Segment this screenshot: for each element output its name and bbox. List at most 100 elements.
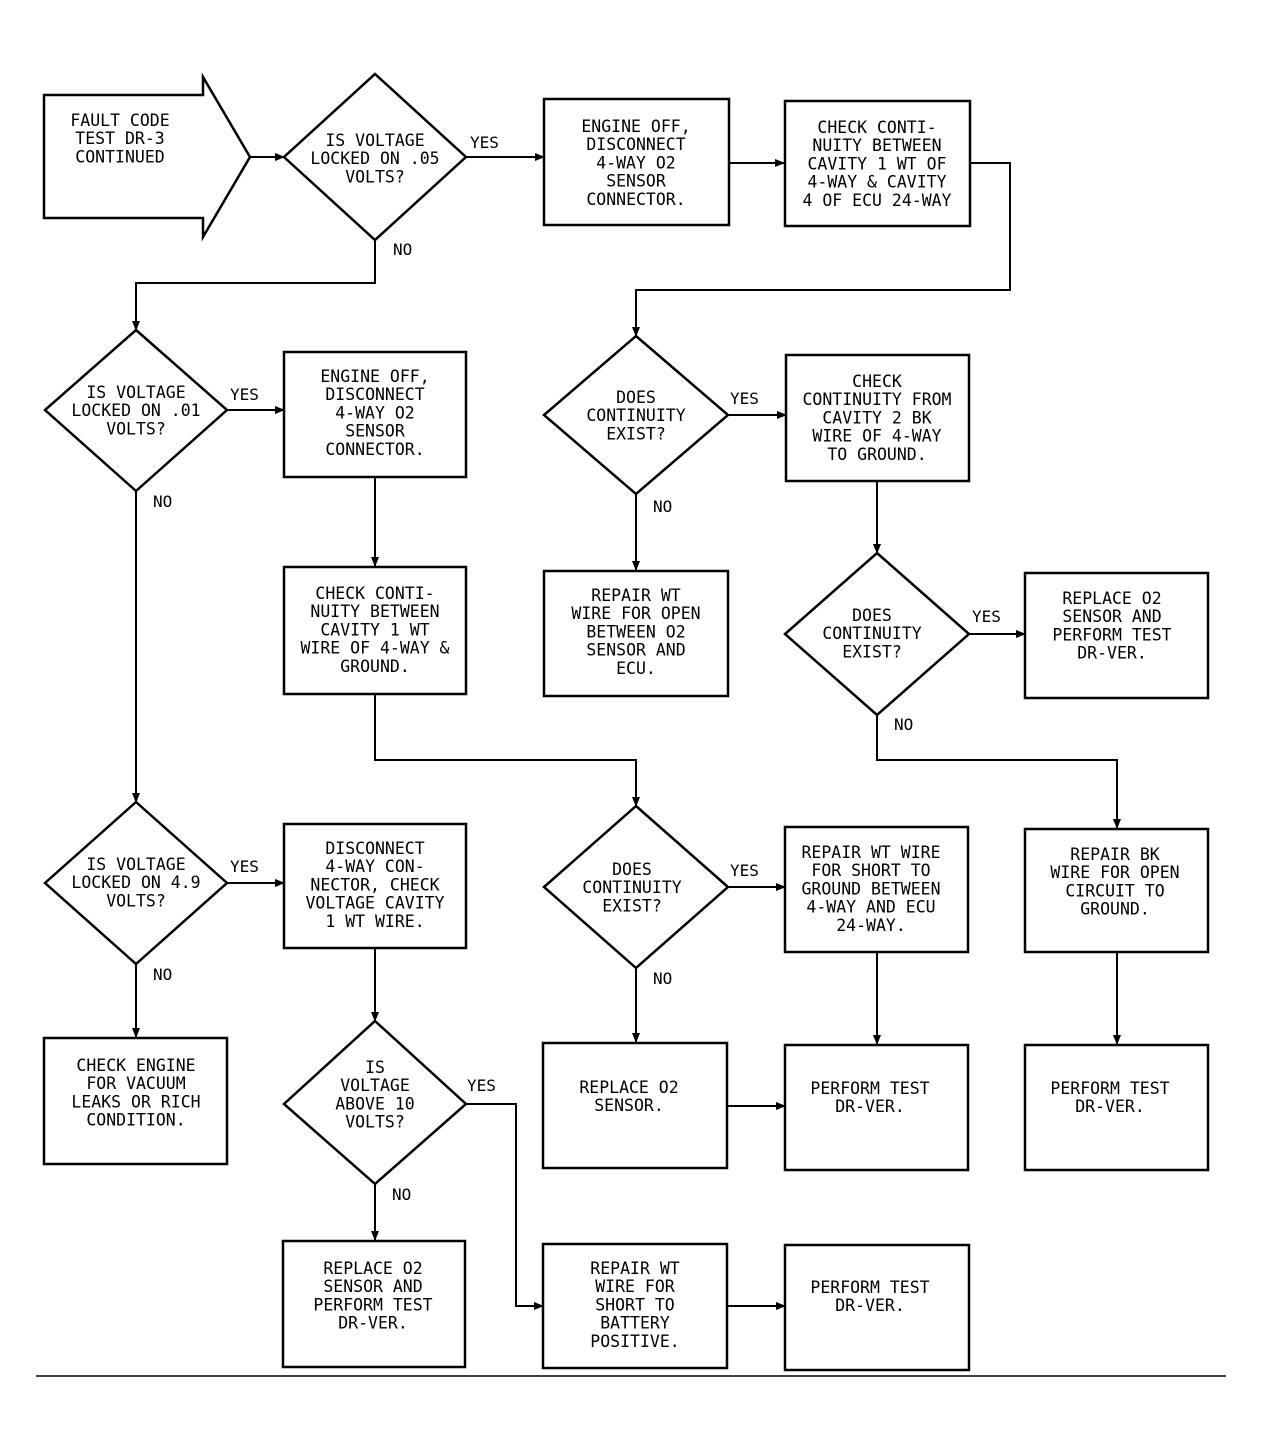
text-line: LEAKS OR RICH bbox=[71, 1092, 200, 1111]
text-line: CHECK ENGINE bbox=[76, 1056, 195, 1075]
text-line: CHECK CONTI- bbox=[315, 584, 434, 603]
text-line: REPAIR WT bbox=[591, 586, 680, 605]
d5-no-label: NO bbox=[653, 497, 672, 516]
process-b17 bbox=[1023, 1043, 1210, 1172]
branch-labels: YES NO YES NO YES NO YES NO YES NO YES N… bbox=[153, 133, 1001, 1204]
text-line: 1 WT WIRE. bbox=[325, 912, 424, 931]
text-line: 4-WAY & CAVITY bbox=[807, 173, 946, 192]
process-b2 bbox=[783, 99, 972, 228]
text-line: FOR VACUUM bbox=[86, 1074, 185, 1093]
d3-yes-label: YES bbox=[230, 857, 259, 876]
text-line: SENSOR bbox=[606, 172, 666, 191]
text-line: BATTERY bbox=[600, 1314, 670, 1333]
text-line: CONDITION. bbox=[86, 1111, 185, 1130]
process-b11 bbox=[542, 569, 730, 698]
text-line: REPLACE O2 bbox=[1062, 589, 1161, 608]
arrow-d6-no-to-b14 bbox=[876, 715, 1121, 829]
decision-d2 bbox=[43, 328, 229, 493]
text-line: DISCONNECT bbox=[325, 385, 424, 404]
text-line: PERFORM TEST bbox=[313, 1295, 432, 1314]
text-line: SENSOR AND bbox=[323, 1277, 422, 1296]
text-line: EXIST? bbox=[602, 896, 662, 915]
text-line: CONTINUED bbox=[75, 147, 164, 166]
text-line: PERFORM TEST bbox=[810, 1079, 929, 1098]
text-line: CONNECTOR. bbox=[586, 190, 685, 209]
text-line: PERFORM TEST bbox=[1052, 625, 1171, 644]
process-b14 bbox=[1023, 827, 1210, 954]
text-line: TO GROUND. bbox=[827, 445, 926, 464]
process-b7 bbox=[281, 1239, 467, 1369]
text-line: LOCKED ON .01 bbox=[71, 401, 200, 420]
text-line: EXIST? bbox=[842, 642, 902, 661]
arrow-b2-to-d5 bbox=[632, 162, 1011, 337]
text-line: BETWEEN O2 bbox=[586, 622, 685, 641]
text-line: DR-VER. bbox=[835, 1296, 905, 1315]
text-line: DOES bbox=[612, 860, 652, 879]
process-b15 bbox=[541, 1041, 729, 1170]
process-b16 bbox=[783, 1043, 970, 1172]
text-line: LOCKED ON .05 bbox=[310, 149, 439, 168]
d1-no-label: NO bbox=[393, 240, 412, 259]
text-line: VOLTS? bbox=[345, 1113, 405, 1132]
text-line: VOLTAGE bbox=[340, 1076, 410, 1095]
text-line: REPAIR BK bbox=[1070, 845, 1159, 864]
text-line: WIRE FOR bbox=[595, 1277, 675, 1296]
text-line: CONNECTOR. bbox=[325, 440, 424, 459]
text-line: PERFORM TEST bbox=[1050, 1079, 1169, 1098]
text-line: REPLACE O2 bbox=[579, 1078, 678, 1097]
process-b3 bbox=[282, 350, 468, 479]
text-line: SENSOR bbox=[345, 422, 405, 441]
text-line: IS VOLTAGE bbox=[325, 131, 424, 150]
text-line: ENGINE OFF, bbox=[320, 367, 429, 386]
text-line: TEST DR-3 bbox=[75, 129, 164, 148]
arrow-d1-no-to-d2 bbox=[132, 240, 376, 331]
decision-d3 bbox=[43, 800, 229, 966]
text-line: WIRE FOR OPEN bbox=[571, 604, 700, 623]
text-line: ENGINE OFF, bbox=[581, 117, 690, 136]
process-b4 bbox=[282, 565, 468, 696]
text-line: DOES bbox=[616, 388, 656, 407]
d6-no-label: NO bbox=[894, 715, 913, 734]
decision-d5 bbox=[542, 334, 730, 496]
text-line: VOLTS? bbox=[345, 167, 405, 186]
text-line: CONTINUITY bbox=[586, 406, 685, 425]
text-line: WIRE FOR OPEN bbox=[1050, 863, 1179, 882]
text-line: DR-VER. bbox=[338, 1314, 408, 1333]
text-line: FOR SHORT TO bbox=[811, 861, 930, 880]
text-line: NUITY BETWEEN bbox=[310, 602, 439, 621]
d7-no-label: NO bbox=[653, 969, 672, 988]
text-line: IS VOLTAGE bbox=[86, 383, 185, 402]
text-line: EXIST? bbox=[606, 424, 666, 443]
arrow-b4-to-d7 bbox=[374, 694, 640, 807]
d6-yes-label: YES bbox=[972, 607, 1001, 626]
text-line: NUITY BETWEEN bbox=[812, 136, 941, 155]
text-line: 4 OF ECU 24-WAY bbox=[802, 191, 951, 210]
d7-yes-label: YES bbox=[730, 861, 759, 880]
d1-yes-label: YES bbox=[470, 133, 499, 152]
decision-d6 bbox=[783, 551, 971, 717]
text-line: VOLTS? bbox=[106, 891, 166, 910]
text-line: GROUND. bbox=[1080, 900, 1150, 919]
process-b5 bbox=[282, 822, 468, 950]
text-line: WIRE OF 4-WAY & bbox=[300, 639, 449, 658]
text-line: GROUND BETWEEN bbox=[801, 879, 940, 898]
text-line: SENSOR. bbox=[594, 1096, 664, 1115]
text-line: REPLACE O2 bbox=[323, 1259, 422, 1278]
text-line: WIRE OF 4-WAY bbox=[812, 427, 941, 446]
arrow-d4-yes-to-b8 bbox=[466, 1103, 544, 1310]
text-line: CAVITY 1 WT bbox=[320, 620, 429, 639]
text-line: PERFORM TEST bbox=[810, 1278, 929, 1297]
